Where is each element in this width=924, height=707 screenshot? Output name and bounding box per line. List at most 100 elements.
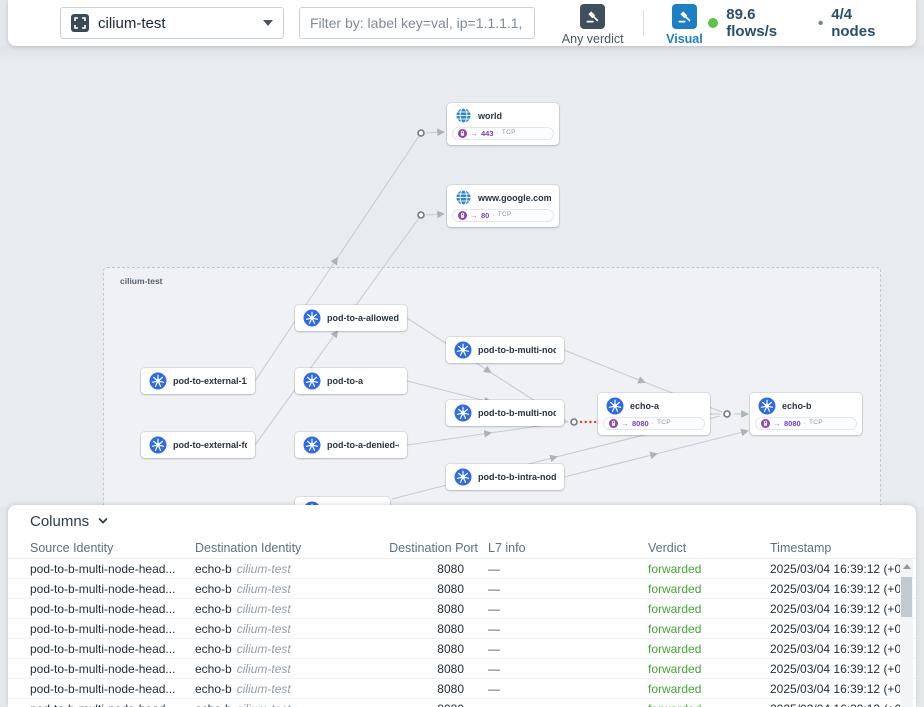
- flow-source-identity: pod-to-b-multi-node-head...: [30, 702, 195, 707]
- destination-namespace: cilium-test: [236, 581, 291, 596]
- flow-l7-info: —: [488, 561, 500, 576]
- chevron-down-icon: [262, 20, 273, 26]
- kubernetes-pod-icon: [149, 436, 167, 454]
- service-node[interactable]: echo-a → 8080 · TCP: [598, 393, 710, 435]
- flow-verdict: forwarded: [648, 681, 702, 696]
- access-point[interactable]: → 8080 · TCP: [755, 417, 857, 430]
- flow-row[interactable]: pod-to-b-multi-node-head... echo-bcilium…: [8, 699, 916, 707]
- flows-table-header: Source Identity Destination Identity Des…: [8, 537, 916, 559]
- view-toggle-visual[interactable]: Visual: [661, 1, 709, 46]
- kubernetes-pod-icon: [303, 309, 321, 327]
- scrollbar-up-arrow-icon[interactable]: [900, 559, 913, 574]
- lock-icon: [458, 211, 467, 220]
- port-arrow: →: [470, 210, 478, 220]
- service-node[interactable]: pod-to-external-1111: [141, 368, 255, 394]
- flow-destination-port: 8080: [437, 661, 464, 676]
- columns-selector[interactable]: Columns: [8, 505, 916, 537]
- flow-source-identity: pod-to-b-multi-node-head...: [30, 681, 176, 696]
- flow-l7-info: —: [488, 641, 500, 656]
- flow-verdict: forwarded: [648, 661, 702, 676]
- service-node[interactable]: echo-b → 8080 · TCP: [750, 393, 862, 435]
- port-separator: ·: [651, 420, 655, 427]
- kubernetes-pod-icon: [303, 436, 321, 454]
- service-node[interactable]: pod-to-b-multi-node-no...: [446, 400, 564, 426]
- flow-l7-info: —: [488, 581, 500, 596]
- service-node[interactable]: pod-to-b-intra-node-nod...: [446, 464, 564, 490]
- destination-namespace: cilium-test: [237, 702, 291, 707]
- table-scrollbar[interactable]: [900, 559, 913, 707]
- col-header-l7[interactable]: L7 info: [488, 540, 526, 555]
- chevron-down-icon: [98, 518, 108, 524]
- service-node-header: pod-to-external-1111: [141, 368, 255, 394]
- flow-timestamp: 2025/03/04 16:39:12 (+09): [770, 681, 900, 696]
- flow-source-identity: pod-to-b-multi-node-head...: [30, 621, 176, 636]
- verdict-filter[interactable]: Any verdict: [557, 1, 629, 46]
- service-node-header: pod-to-a-allowed-cnp: [295, 305, 407, 331]
- service-node[interactable]: pod-to-external-fqdn-all...: [141, 432, 255, 458]
- service-node-header: pod-to-b-intra-node-nod...: [446, 464, 564, 490]
- flows-panel: Columns Source Identity Destination Iden…: [8, 505, 916, 707]
- verdict-filter-label: Any verdict: [561, 31, 624, 46]
- service-node-header: pod-to-b-multi-node-he...: [446, 337, 564, 363]
- lock-icon: [609, 419, 618, 428]
- col-header-verdict[interactable]: Verdict: [648, 540, 687, 555]
- visual-view-label: Visual: [666, 31, 703, 46]
- service-node-header: pod-to-external-fqdn-all...: [141, 432, 255, 458]
- flow-source-identity: pod-to-b-multi-node-head...: [30, 601, 176, 616]
- service-node-header: echo-b: [750, 393, 862, 417]
- namespace-boundary-label: cilium-test: [120, 276, 163, 286]
- flow-verdict: forwarded: [648, 702, 770, 707]
- destination-namespace: cilium-test: [236, 681, 291, 696]
- nodes-count: 4/4 nodes: [831, 6, 876, 40]
- service-node[interactable]: world → 443 · TCP: [447, 103, 559, 145]
- flow-timestamp: 2025/03/04 16:39:12 (+09): [770, 641, 900, 656]
- service-node-header: www.google.com: [447, 185, 559, 209]
- port-number: 8080: [632, 418, 649, 428]
- kubernetes-pod-icon: [606, 397, 624, 415]
- access-point[interactable]: → 443 · TCP: [452, 127, 554, 140]
- service-node[interactable]: pod-to-a-allowed-cnp: [295, 305, 407, 331]
- node-label: pod-to-a: [327, 376, 363, 386]
- kubernetes-pod-icon: [454, 468, 472, 486]
- kubernetes-pod-icon: [454, 404, 472, 422]
- service-node[interactable]: pod-to-a: [295, 368, 407, 394]
- visual-view-icon: [671, 3, 697, 29]
- service-map: cilium-test: [0, 46, 924, 597]
- service-node[interactable]: www.google.com → 80 · TCP: [447, 185, 559, 227]
- topbar: cilium-test Any verdict Visual 89.6 flow…: [8, 0, 916, 46]
- service-node[interactable]: pod-to-b-multi-node-he...: [446, 337, 564, 363]
- service-node-header: world: [447, 103, 559, 127]
- scrollbar-thumb[interactable]: [901, 577, 912, 617]
- filter-input[interactable]: [298, 7, 535, 39]
- flow-verdict: forwarded: [648, 621, 702, 636]
- namespace-selector[interactable]: cilium-test: [60, 7, 284, 39]
- node-label: pod-to-external-fqdn-all...: [173, 440, 247, 450]
- col-header-port[interactable]: Destination Port: [389, 540, 478, 555]
- port-arrow: →: [621, 418, 629, 428]
- node-label: pod-to-b-intra-node-nod...: [478, 472, 556, 482]
- service-node-header: pod-to-b-multi-node-no...: [446, 400, 564, 426]
- access-point[interactable]: → 8080 · TCP: [603, 417, 705, 430]
- access-point[interactable]: → 80 · TCP: [452, 209, 554, 222]
- node-label: pod-to-b-multi-node-no...: [478, 408, 556, 418]
- service-node[interactable]: pod-to-a-denied-cnp: [295, 432, 407, 458]
- globe-icon: [455, 107, 472, 124]
- node-label: pod-to-b-multi-node-he...: [478, 345, 556, 355]
- col-header-timestamp[interactable]: Timestamp: [770, 540, 832, 555]
- service-node-header: pod-to-a-denied-cnp: [295, 432, 407, 458]
- destination-namespace: cilium-test: [236, 601, 291, 616]
- col-header-source[interactable]: Source Identity: [30, 540, 114, 555]
- node-label: pod-to-a-denied-cnp: [327, 440, 399, 450]
- destination-namespace: cilium-test: [236, 561, 291, 576]
- col-header-destination[interactable]: Destination Identity: [195, 540, 302, 555]
- flow-timestamp: 2025/03/04 16:39:12 (+09): [770, 601, 900, 616]
